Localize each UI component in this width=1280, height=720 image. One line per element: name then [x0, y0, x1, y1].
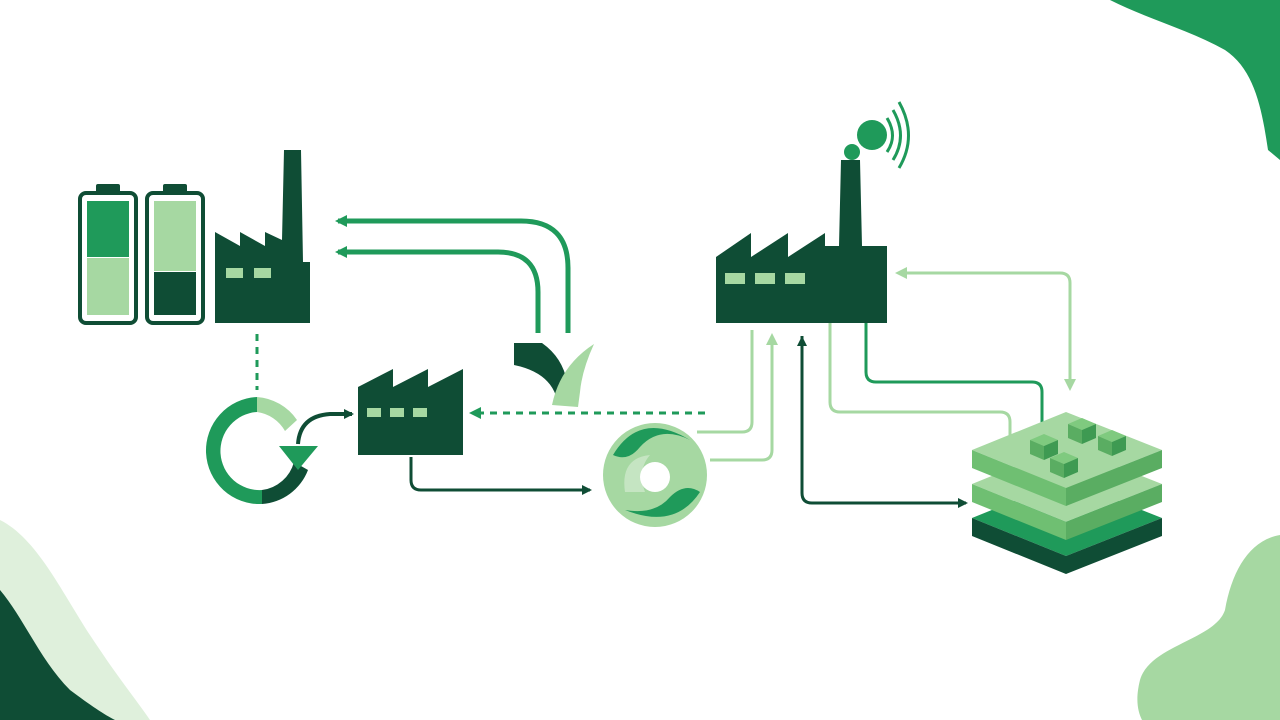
- disc-to-factory-arrows: [697, 330, 778, 462]
- blob-top-right: [1110, 0, 1280, 160]
- blob-bottom-right: [1137, 535, 1280, 720]
- battery-icon-left: [78, 184, 138, 325]
- wireless-signal-icon: [844, 101, 910, 169]
- factory-icon-main: [215, 150, 310, 323]
- factory-icon-smart: [716, 160, 887, 323]
- factory-to-stack-arrows: [797, 267, 1076, 508]
- stack-cube: [1098, 430, 1126, 456]
- stack-cube: [1068, 418, 1096, 444]
- stack-cube: [1050, 452, 1078, 478]
- leaf-sprout-icon: [514, 343, 594, 407]
- layered-stack-icon: [972, 412, 1162, 574]
- blob-bottom-left-dark: [0, 590, 115, 720]
- factory-icon-secondary: [358, 369, 463, 455]
- return-arrows: [335, 215, 571, 333]
- battery-icon-right: [145, 184, 205, 325]
- arrow-factory-to-disc: [409, 457, 592, 495]
- stack-cube: [1030, 434, 1058, 460]
- swirl-disc-icon: [603, 423, 707, 527]
- recycle-cycle-icon: [205, 397, 354, 505]
